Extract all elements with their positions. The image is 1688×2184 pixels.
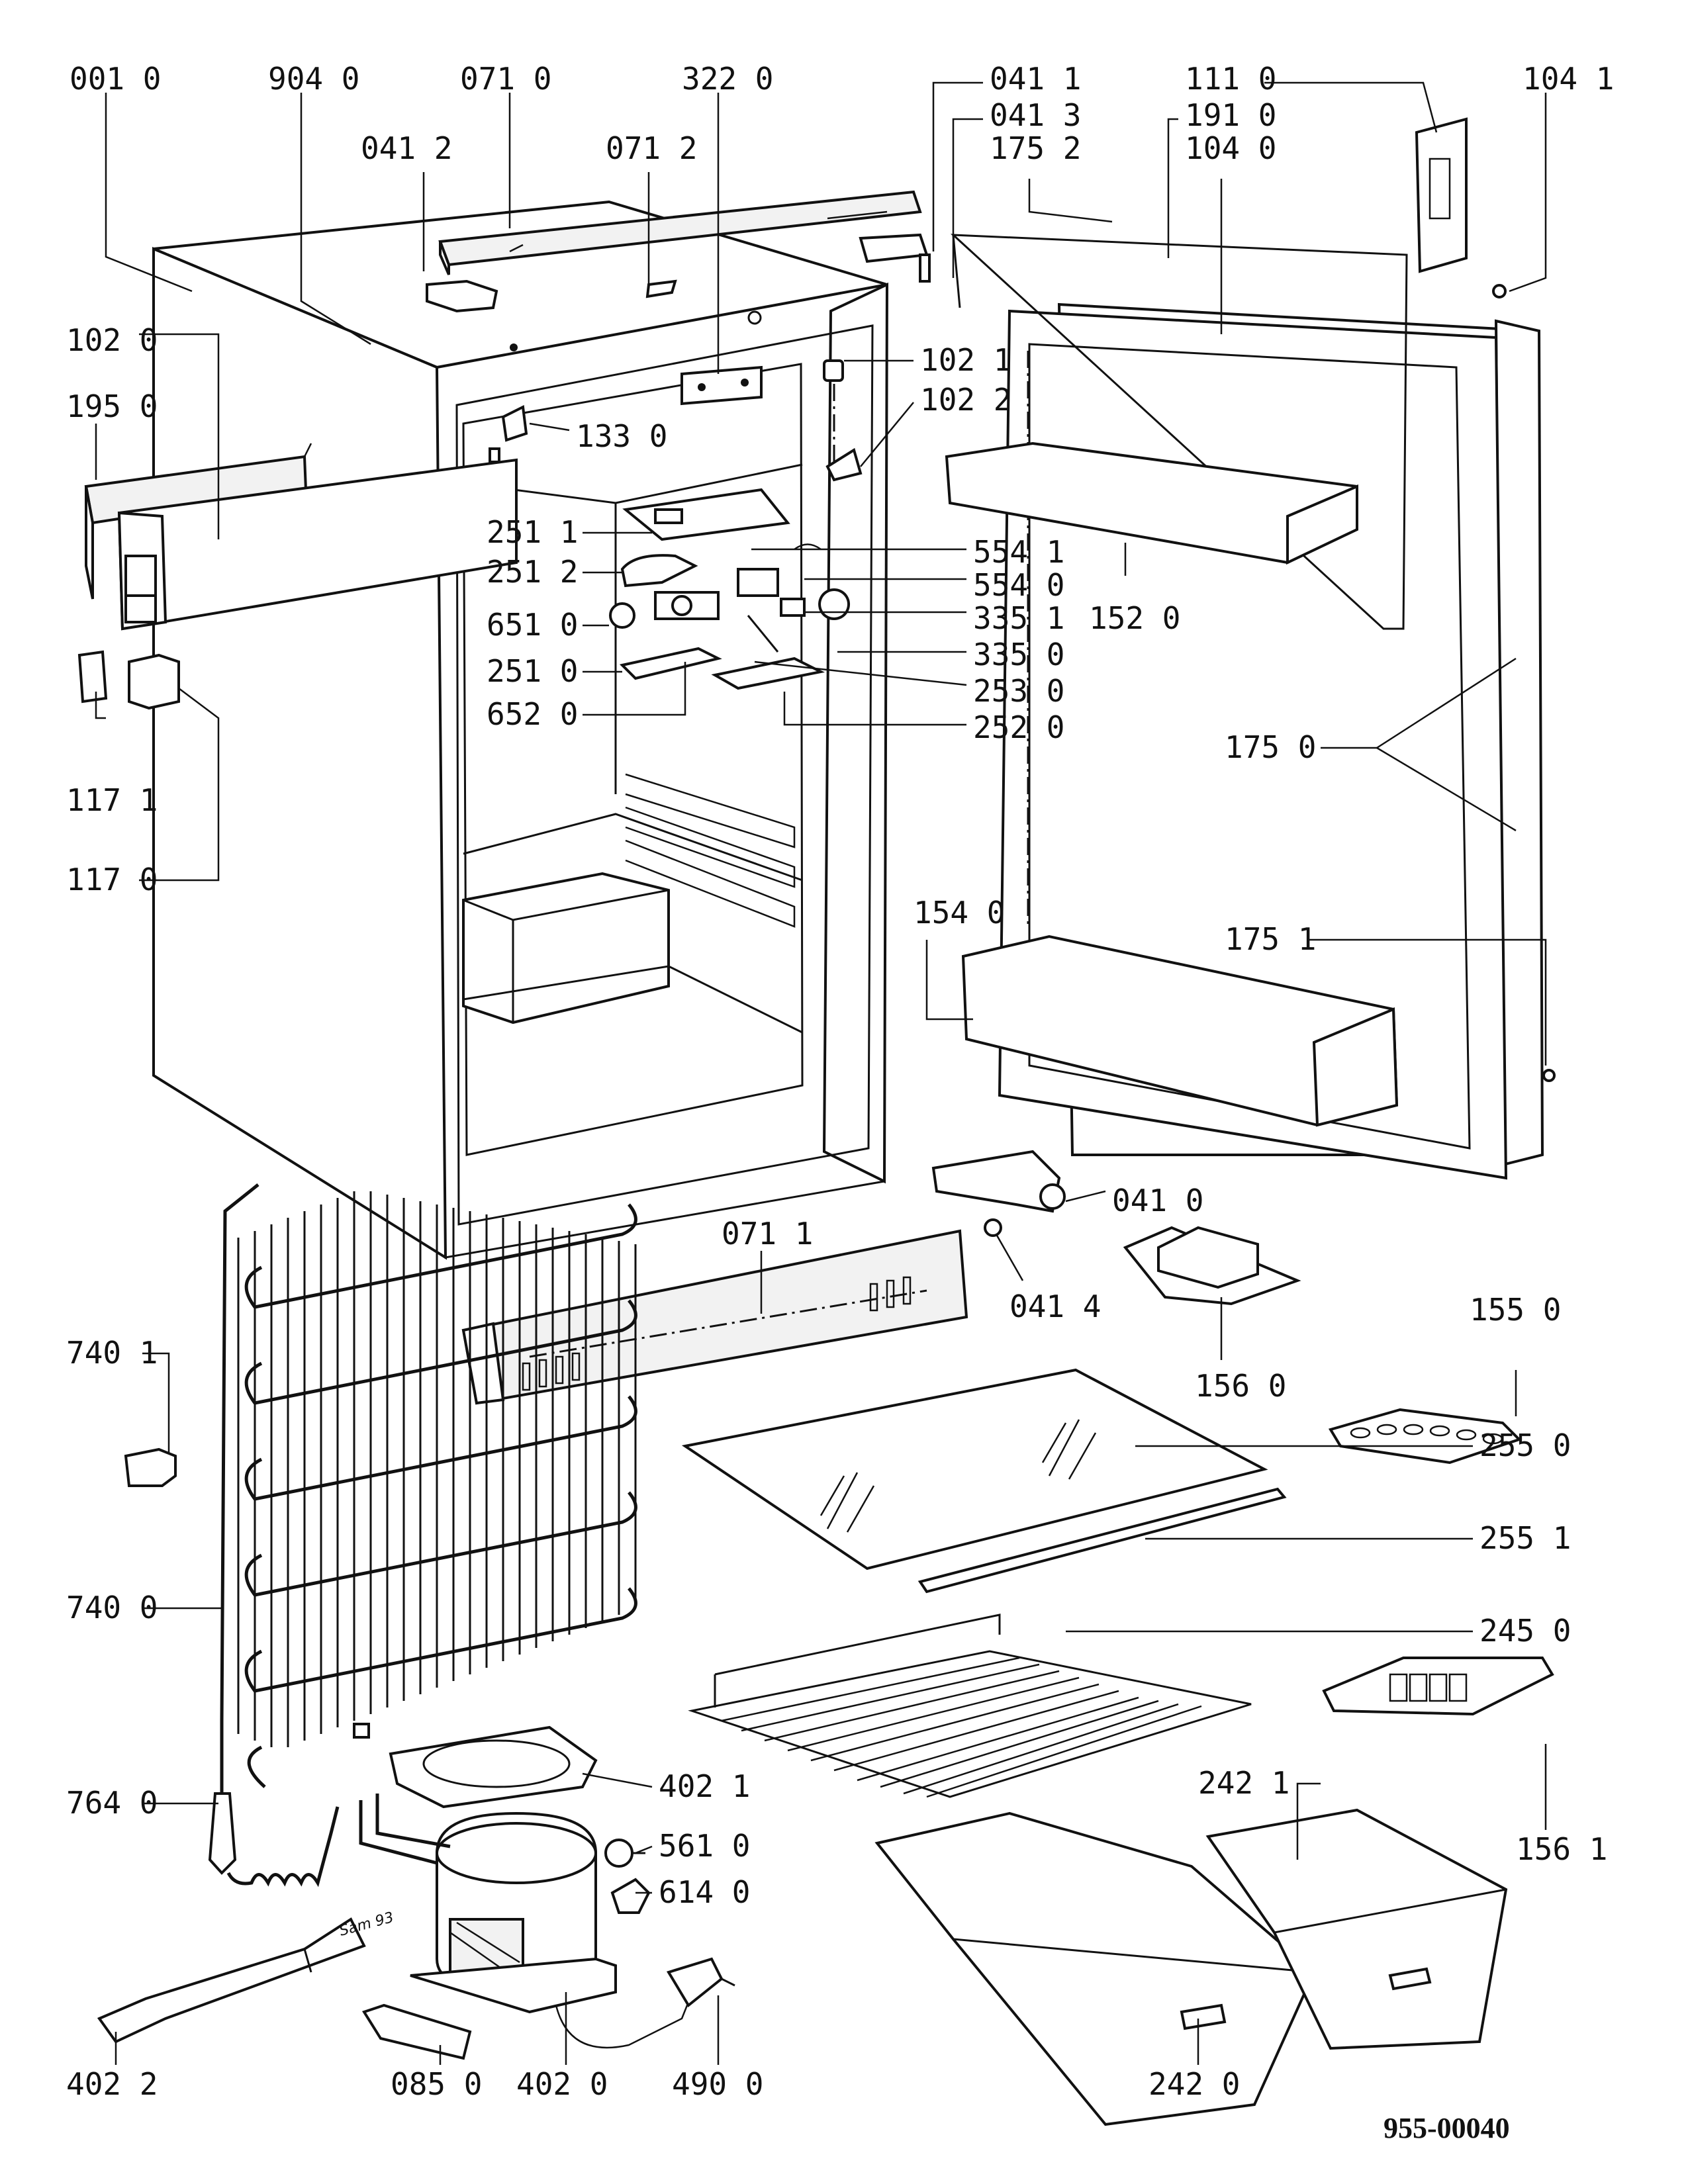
- callout-041-3: 041 3: [990, 97, 1081, 133]
- compressor: [410, 1811, 696, 2049]
- callout-402-1: 402 1: [659, 1768, 750, 1804]
- callout-554-1: 554 1: [973, 534, 1064, 570]
- hinge-pin-top: [859, 233, 931, 283]
- leader-lines: [95, 81, 1547, 2065]
- callout-652-0: 652 0: [487, 696, 578, 732]
- callout-041-1: 041 1: [990, 61, 1081, 97]
- glass-shelf: [681, 1368, 1268, 1570]
- relay: [604, 1839, 645, 1868]
- filter-drier: [208, 1792, 340, 1888]
- callout-242-1: 242 1: [1198, 1765, 1289, 1801]
- bottom-grille: [461, 1229, 968, 1405]
- callout-117-1: 117 1: [66, 782, 158, 818]
- control-panel-assembly: [84, 443, 518, 631]
- thermostat-bracket: [680, 365, 763, 406]
- egg-holder: [1322, 1657, 1554, 1716]
- callout-245-0: 245 0: [1479, 1613, 1571, 1649]
- callout-102-0: 102 0: [66, 322, 158, 358]
- drain-spacer: [361, 2003, 472, 2060]
- callout-195-0: 195 0: [66, 388, 158, 424]
- callout-335-0: 335 0: [973, 637, 1064, 672]
- callout-251-1: 251 1: [487, 514, 578, 550]
- callout-764-0: 764 0: [66, 1785, 158, 1821]
- callout-104-1: 104 1: [1523, 61, 1614, 97]
- callout-191-0: 191 0: [1185, 97, 1276, 133]
- crisper-drawer-small: [1205, 1808, 1508, 2050]
- callout-156-0: 156 0: [1195, 1368, 1286, 1404]
- refrigerator-door: [945, 117, 1556, 1180]
- callout-156-1: 156 1: [1516, 1831, 1607, 1867]
- crisper-drawer-large: [874, 1811, 1316, 2126]
- callout-322-0: 322 0: [682, 61, 773, 97]
- overload-protector: [610, 1878, 651, 1914]
- door-hinge-parts: [823, 359, 863, 482]
- callout-102-1: 102 1: [920, 342, 1011, 378]
- callout-001-0: 001 0: [70, 61, 161, 97]
- callout-041-4: 041 4: [1009, 1289, 1101, 1324]
- callout-255-0: 255 0: [1479, 1428, 1571, 1463]
- compressor-tubes: [353, 1723, 451, 1865]
- glass-shelf-trim: [917, 1487, 1287, 1594]
- condenser-clip: [124, 1447, 177, 1487]
- callout-740-0: 740 0: [66, 1590, 158, 1625]
- callout-175-1: 175 1: [1225, 921, 1316, 957]
- callout-651-0: 651 0: [487, 607, 578, 643]
- callout-041-2: 041 2: [361, 130, 452, 166]
- callout-111-0: 111 0: [1185, 61, 1276, 97]
- callout-041-0: 041 0: [1112, 1183, 1203, 1218]
- callout-904-0: 904 0: [268, 61, 359, 97]
- callout-175-0: 175 0: [1225, 729, 1316, 765]
- callout-561-0: 561 0: [659, 1828, 750, 1864]
- callout-614-0: 614 0: [659, 1874, 750, 1910]
- callout-252-0: 252 0: [973, 709, 1064, 745]
- callout-175-2: 175 2: [990, 130, 1081, 166]
- butter-dish: [1123, 1226, 1301, 1306]
- callout-071-2: 071 2: [606, 130, 697, 166]
- callout-154-0: 154 0: [914, 895, 1005, 931]
- compressor-marking: Sam 93: [338, 1909, 395, 1940]
- callout-490-0: 490 0: [672, 2066, 763, 2102]
- compressor-mounting-bracket: [97, 1917, 366, 2044]
- callout-251-0: 251 0: [487, 653, 578, 689]
- document-number: 955-00040: [1383, 2112, 1510, 2144]
- top-hinge-bracket: [426, 279, 498, 313]
- callout-071-1: 071 1: [722, 1216, 813, 1251]
- callout-152-0: 152 0: [1089, 600, 1180, 636]
- light-cover-plate: [501, 404, 528, 442]
- callout-133-0: 133 0: [576, 418, 667, 454]
- compressor-tray: [389, 1725, 598, 1809]
- callout-085-0: 085 0: [391, 2066, 482, 2102]
- callout-155-0: 155 0: [1470, 1292, 1561, 1328]
- callout-117-0: 117 0: [66, 862, 158, 897]
- bottom-hinge: [931, 1150, 1066, 1213]
- callout-071-0: 071 0: [460, 61, 551, 97]
- top-trim-rail: [438, 190, 922, 275]
- condenser-coil: [220, 1183, 637, 1866]
- power-plug: [666, 1957, 735, 2007]
- callout-554-0: 554 0: [973, 567, 1064, 603]
- side-clips: [77, 650, 180, 710]
- light-thermostat-group: [609, 488, 851, 690]
- wire-shelf: [688, 1614, 1252, 1798]
- hinge-screw: [984, 1218, 1002, 1237]
- callout-402-2: 402 2: [66, 2066, 158, 2102]
- callout-740-1: 740 1: [66, 1335, 158, 1371]
- callout-253-0: 253 0: [973, 673, 1064, 709]
- callout-102-2: 102 2: [920, 382, 1011, 418]
- callout-335-1: 335 1: [973, 600, 1064, 636]
- callout-251-2: 251 2: [487, 554, 578, 590]
- top-screw-bracket: [645, 279, 677, 298]
- callout-402-0: 402 0: [516, 2066, 608, 2102]
- callout-104-0: 104 0: [1185, 130, 1276, 166]
- callout-labels: 001 0 904 0 071 0 322 0 041 1 111 0 104 …: [66, 61, 1614, 2144]
- callout-255-1: 255 1: [1479, 1520, 1571, 1556]
- callout-242-0: 242 0: [1149, 2066, 1240, 2102]
